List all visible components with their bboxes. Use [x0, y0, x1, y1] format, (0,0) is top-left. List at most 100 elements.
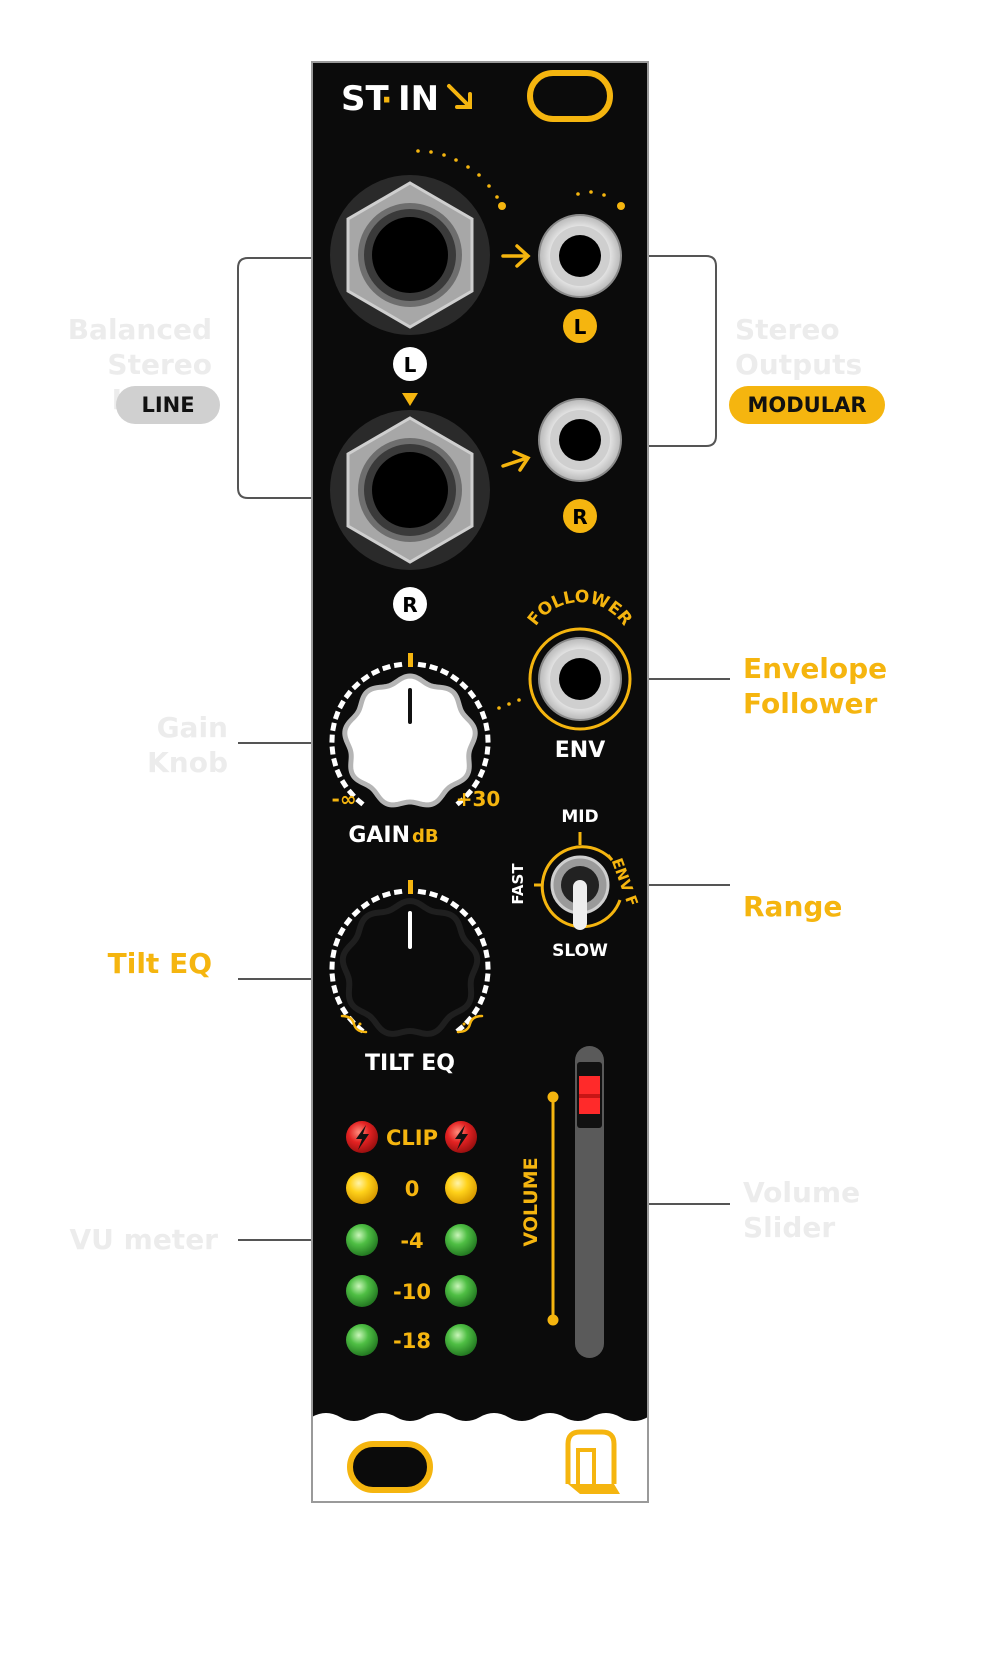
scale-tick [337, 699, 346, 710]
scale-tick [360, 900, 371, 910]
envelope-ring [528, 627, 632, 731]
gain-knob-annotation: Gain Knob [60, 710, 228, 780]
balanced-inputs-line1: Balanced [67, 313, 212, 346]
gain-label: GAIN [348, 823, 410, 848]
link-triangle-icon [402, 393, 418, 406]
scale-tick [381, 891, 392, 899]
scale-tick [417, 888, 427, 895]
output-jack-right[interactable] [538, 398, 622, 482]
clip-led-left [346, 1121, 378, 1153]
scale-tick [417, 661, 427, 668]
scale-tick [393, 888, 403, 895]
lightning-icon-2 [455, 1125, 468, 1150]
scale-tick [360, 673, 371, 683]
scale-tick [467, 689, 477, 700]
scale-tick [370, 667, 381, 677]
scale-tick [464, 1015, 474, 1026]
input-left-label: L [404, 353, 417, 377]
scale-tick [332, 710, 341, 720]
gain-min-label: -∞ [332, 787, 357, 811]
scale-tick [484, 746, 491, 755]
scale-tick [483, 722, 490, 732]
output-dotted-arc [576, 190, 625, 210]
tilt-knob-scale [329, 888, 491, 1034]
input-jack-right[interactable] [330, 410, 490, 570]
scale-tick [464, 788, 474, 799]
scale-tick [346, 788, 356, 799]
logo-icon [565, 1429, 620, 1494]
vu-led-right [445, 1324, 477, 1356]
vu-led-left [346, 1275, 378, 1307]
mounting-hole-top[interactable] [527, 70, 613, 122]
tilt-eq-knob[interactable] [339, 897, 481, 1037]
scale-tick [334, 995, 343, 1006]
title-st: ST [341, 79, 389, 119]
scale-tick [337, 926, 346, 937]
gain-max-label: +30 [456, 787, 501, 811]
scale-tick [474, 926, 483, 937]
gain-knob-scale [329, 661, 491, 807]
scale-tick [329, 973, 336, 982]
input-right-label: R [402, 593, 417, 617]
scale-tick [459, 681, 469, 691]
vu-level-label: -10 [393, 1280, 431, 1304]
vu-led-right [445, 1224, 477, 1256]
scale-tick [484, 973, 491, 982]
vu-led-right [445, 1172, 477, 1204]
modular-pill: MODULAR [729, 386, 885, 424]
input-jack-left[interactable] [330, 175, 490, 335]
scale-tick [351, 908, 361, 918]
output-right-label: R [572, 505, 587, 529]
scale-tick [479, 937, 488, 947]
scale-tick [477, 995, 486, 1006]
volume-slider-line1: Volume [743, 1176, 861, 1209]
scale-tick [428, 891, 439, 899]
tilt-eq-label: TILT EQ [365, 1051, 455, 1076]
stereo-outputs-line2: Outputs [735, 348, 863, 381]
stereo-outputs-line1: Stereo [735, 313, 840, 346]
vu-clip-label: CLIP [386, 1126, 438, 1150]
arrow-right-icon [501, 244, 531, 268]
scale-tick [329, 746, 336, 755]
scale-tick [393, 661, 403, 668]
output-left-label: L [574, 315, 587, 339]
tilt-low-shelf-icon [340, 1014, 368, 1034]
scale-tick [370, 894, 381, 904]
scale-tick [351, 681, 361, 691]
envelope-follower-line2: Follower [743, 687, 878, 720]
module-title: ST · IN [341, 79, 472, 119]
clip-led-right [445, 1121, 477, 1153]
scale-tick [481, 757, 489, 767]
vu-led-left [346, 1224, 378, 1256]
vu-led-right [445, 1275, 477, 1307]
scale-tick [467, 916, 477, 927]
scale-tick [449, 673, 460, 683]
volume-slider-handle[interactable] [577, 1062, 602, 1128]
output-jack-left[interactable] [538, 214, 622, 298]
arrow-down-right-icon [447, 84, 472, 109]
bracket-outputs [622, 255, 717, 447]
scale-tick [481, 984, 489, 994]
scale-tick [381, 664, 392, 672]
output-right-badge: R [563, 499, 597, 533]
scale-tick [483, 949, 490, 959]
scale-tick [474, 699, 483, 710]
range-slow-label: SLOW [552, 941, 608, 961]
scale-tick [428, 664, 439, 672]
volume-slider-annotation: Volume Slider [743, 1175, 983, 1245]
gain-knob[interactable] [342, 673, 478, 808]
tilt-high-shelf-icon [456, 1014, 484, 1034]
bracket-inputs [237, 257, 330, 499]
scale-tick [331, 984, 339, 994]
panel-outline [311, 61, 649, 1503]
range-toggle-switch[interactable] [534, 832, 622, 930]
scale-tick [329, 734, 335, 743]
output-left-badge: L [563, 309, 597, 343]
title-in: IN [398, 79, 439, 119]
envelope-follower-jack[interactable] [538, 637, 622, 721]
stereo-outputs-annotation: Stereo Outputs [735, 312, 975, 382]
mounting-hole-bottom[interactable] [347, 1441, 433, 1493]
scale-tick [449, 900, 460, 910]
scale-tick [330, 722, 337, 732]
